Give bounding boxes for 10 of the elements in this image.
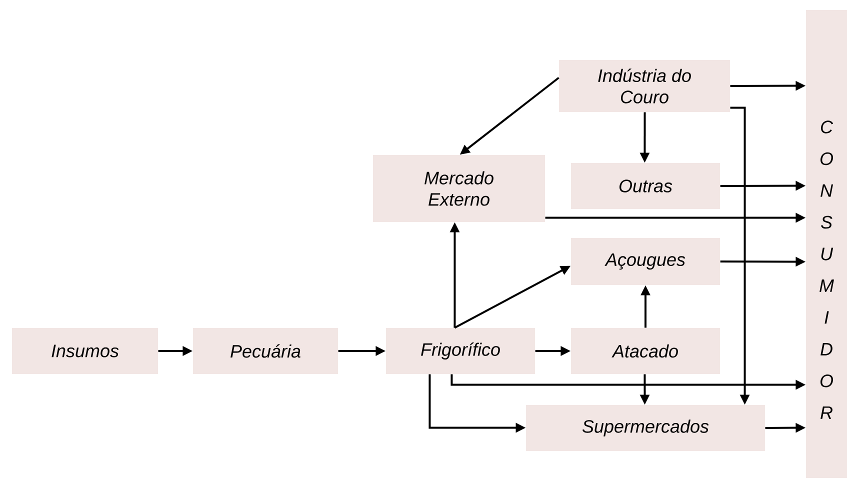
process-box: Pecuária bbox=[192, 328, 338, 374]
process-box: Mercado Externo bbox=[373, 155, 545, 222]
process-box: Indústria do Couro bbox=[559, 60, 730, 112]
process-box: Frigorífico bbox=[386, 328, 536, 374]
process-box: Supermercados bbox=[526, 405, 765, 451]
process-box: Outras bbox=[570, 163, 720, 209]
process-box: Açougues bbox=[570, 238, 720, 285]
process-box: Atacado bbox=[570, 328, 720, 374]
process-box: Insumos bbox=[12, 328, 158, 374]
vertical-label-box: C O N S U M I D O R bbox=[806, 10, 847, 478]
